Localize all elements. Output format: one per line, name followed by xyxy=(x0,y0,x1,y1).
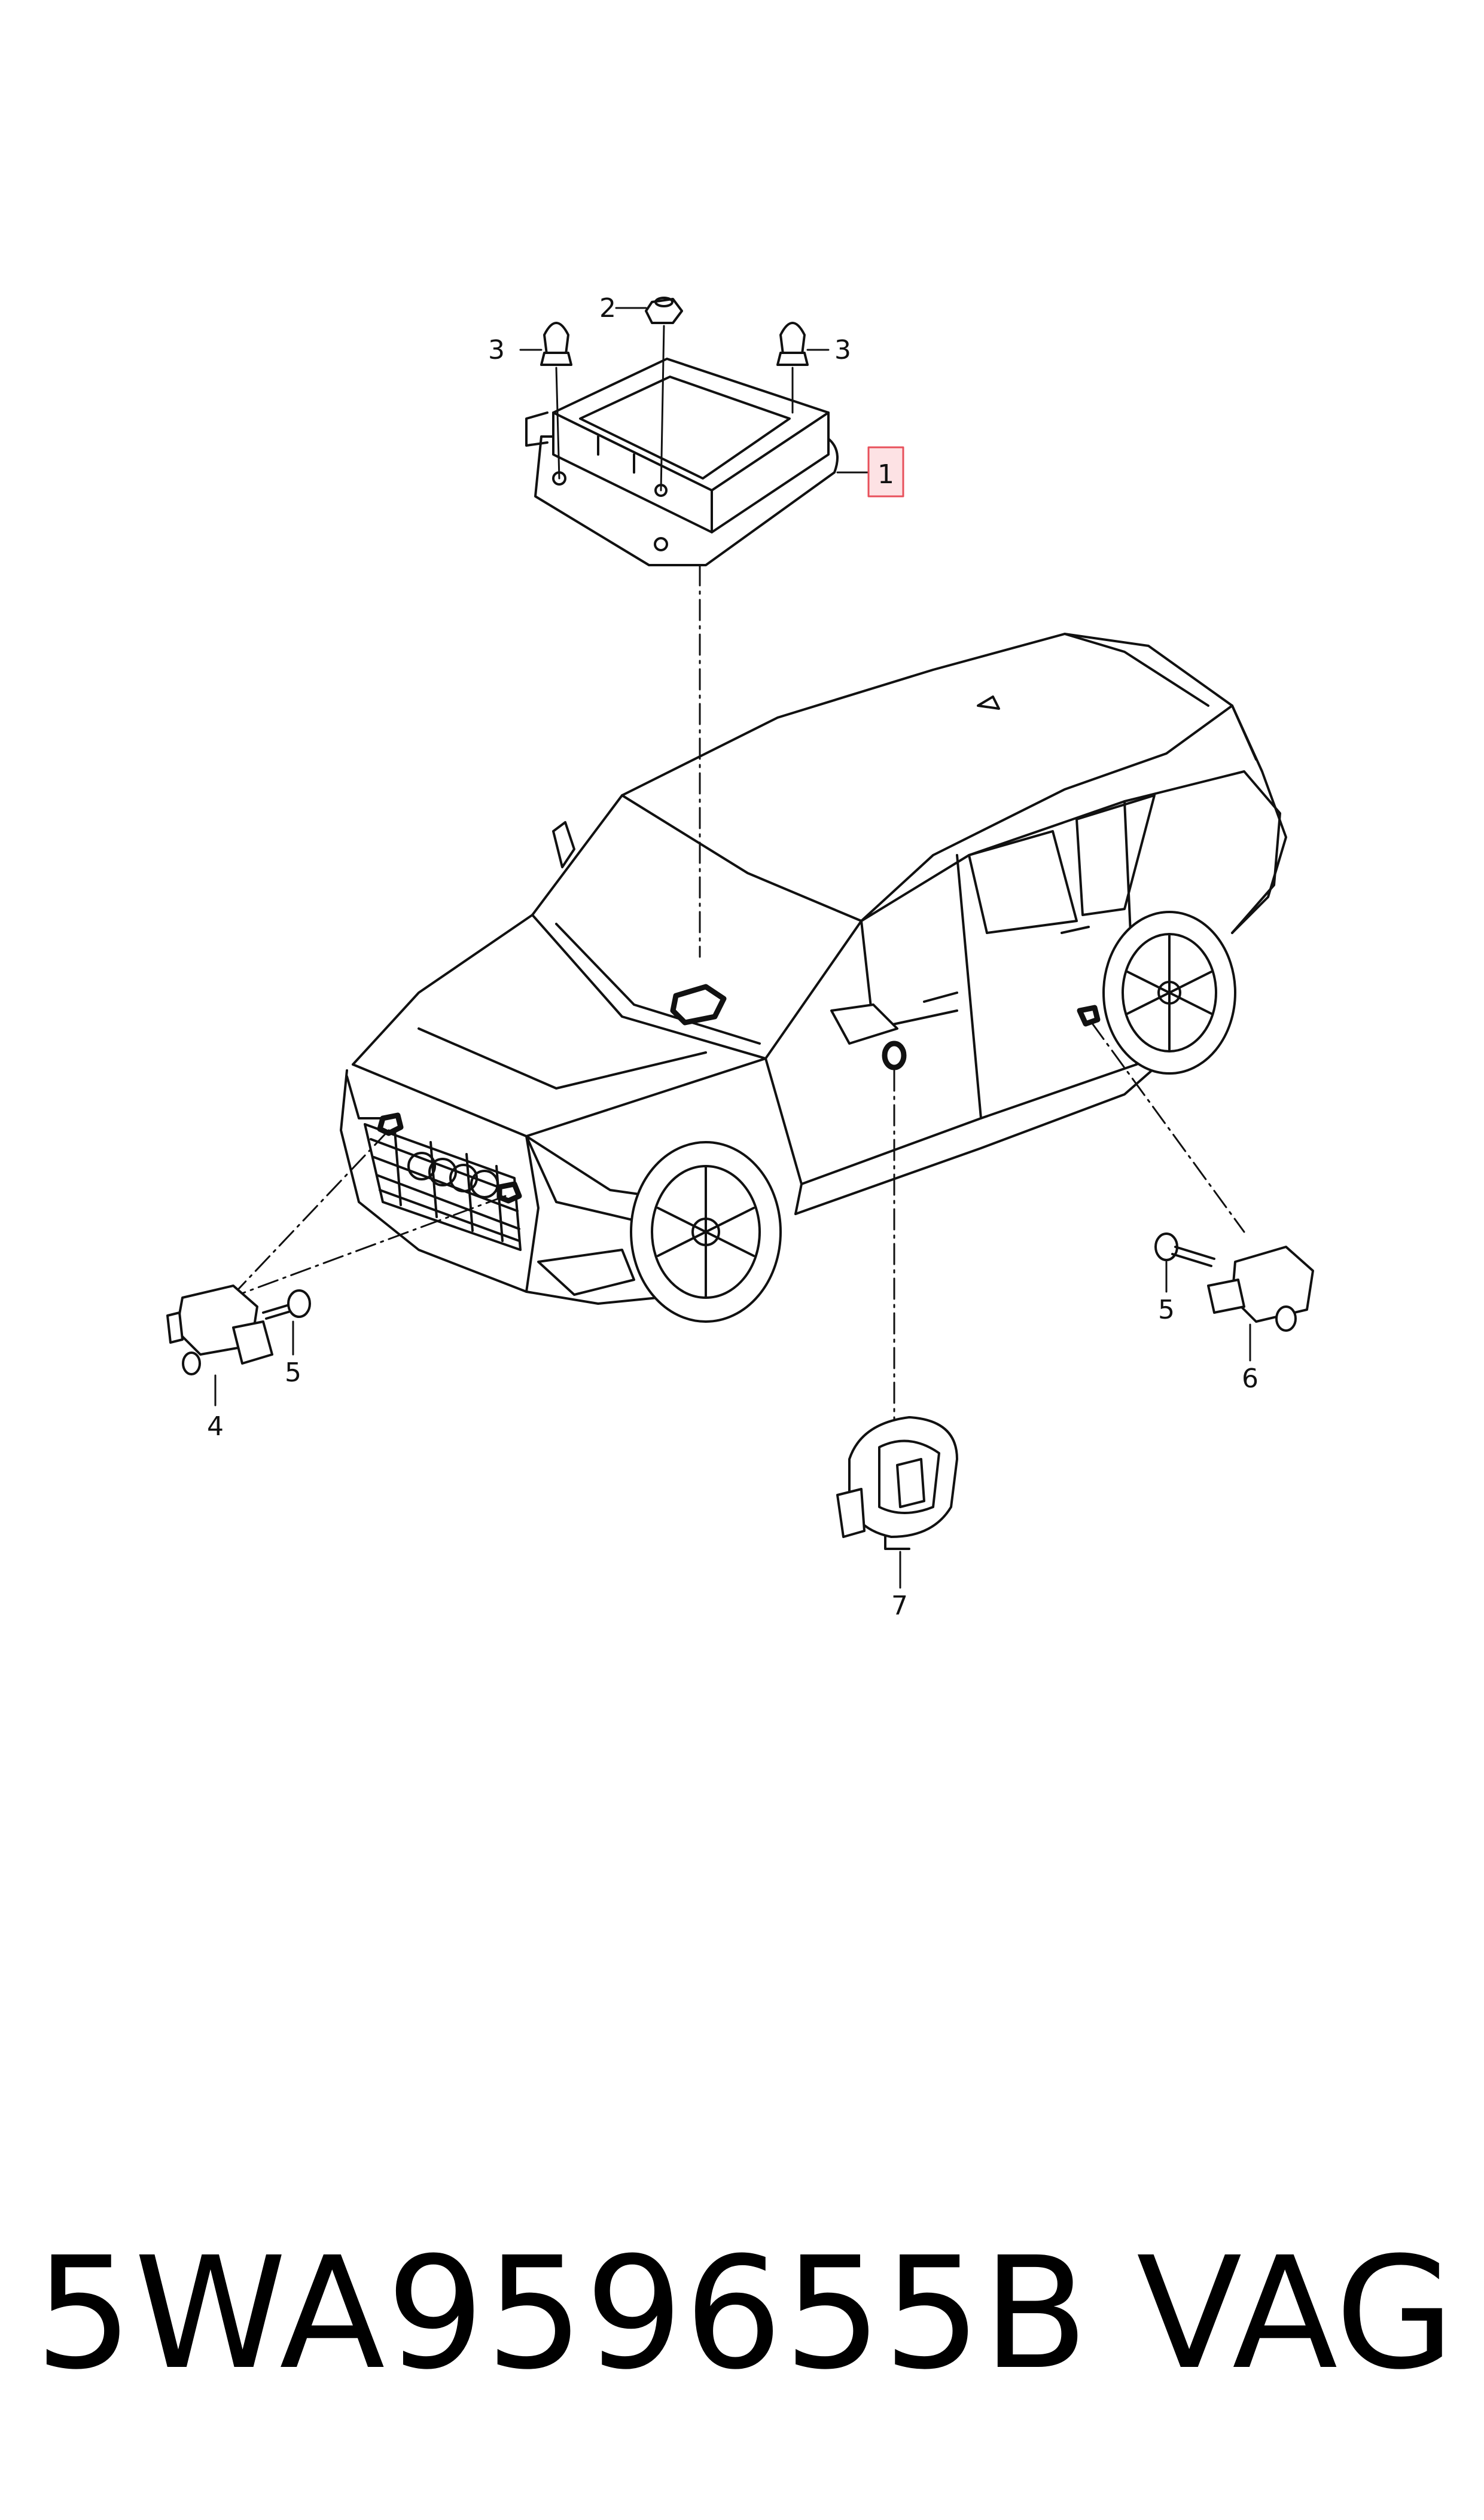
crash-sensor-side-icon xyxy=(1207,1246,1314,1332)
expanding-nut-left-icon xyxy=(540,322,572,366)
bolt-left-icon xyxy=(262,1289,311,1320)
leader-lines-bottom xyxy=(214,1261,1251,1589)
locator-lines-sensors xyxy=(229,1021,1245,1448)
callout-4: 4 xyxy=(207,1411,224,1442)
part-number: 5WA959655B xyxy=(35,2224,1090,2403)
callout-1: 1 xyxy=(877,459,894,490)
callout-3-left: 3 xyxy=(488,335,505,365)
callout-5-left: 5 xyxy=(285,1357,301,1388)
leader-lines-top xyxy=(519,307,869,492)
brand-label: VAG xyxy=(1136,2224,1455,2403)
bolt-right-icon xyxy=(1154,1232,1215,1267)
callout-6: 6 xyxy=(1242,1363,1258,1394)
callout-3-right: 3 xyxy=(834,335,851,365)
callout-5-right: 5 xyxy=(1158,1295,1175,1325)
car-line-art xyxy=(340,633,1287,1323)
pressure-sensor-icon xyxy=(836,1416,958,1550)
callout-labels: 1 2 3 3 4 5 5 6 7 xyxy=(207,293,1258,1621)
callout-2: 2 xyxy=(599,293,616,324)
airbag-control-unit xyxy=(525,358,839,566)
sensor-location-markers xyxy=(377,984,1101,1204)
crash-sensor-front-icon xyxy=(166,1285,273,1375)
callout-7: 7 xyxy=(891,1591,908,1621)
expanding-nut-right-icon xyxy=(776,322,809,366)
callout-1-highlight xyxy=(867,446,904,498)
nut-icon xyxy=(645,297,683,324)
